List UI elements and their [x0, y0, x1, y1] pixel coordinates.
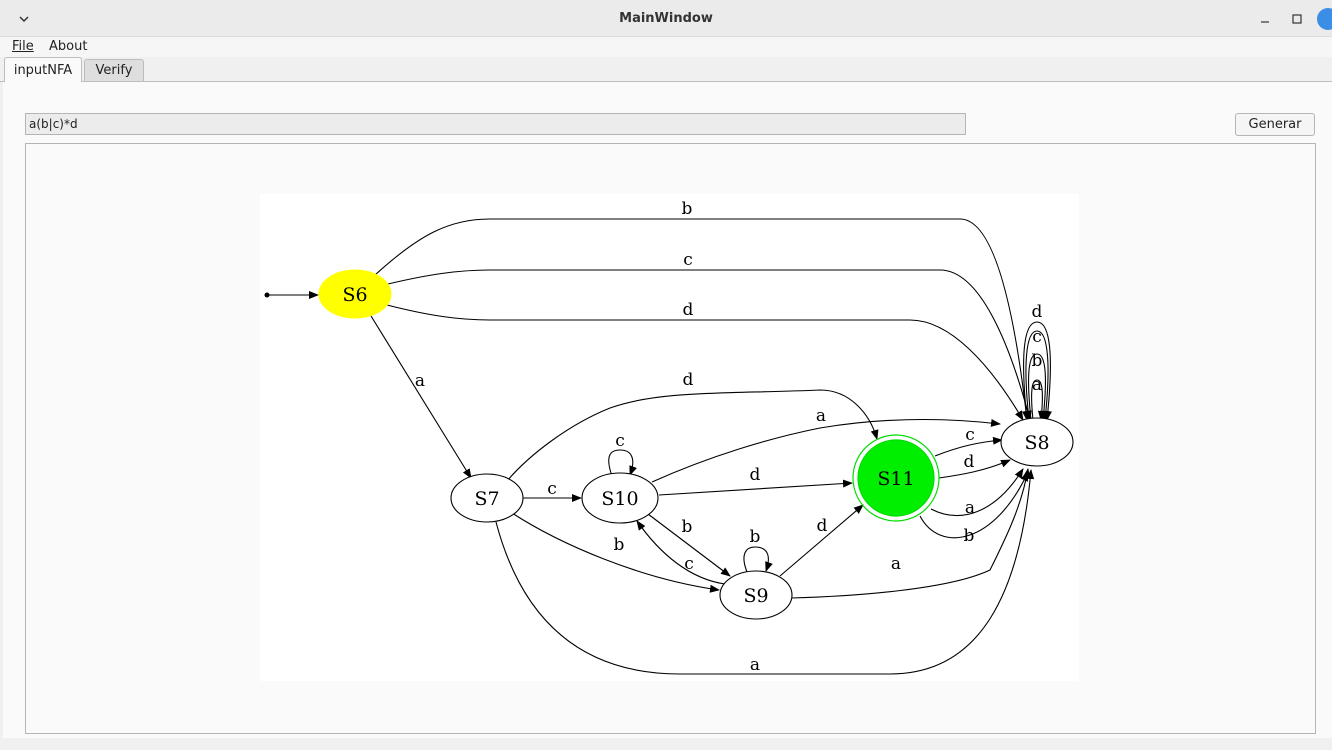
edge-s8-self-b [1028, 353, 1048, 421]
window-title: MainWindow [619, 11, 713, 26]
graph-canvas [260, 194, 1079, 681]
state-s6-label: S6 [342, 284, 367, 306]
menu-file-label: File [12, 39, 34, 54]
close-icon[interactable] [1317, 8, 1332, 30]
label-s9-self-b: b [750, 527, 761, 547]
edge-s6-s8-b [374, 218, 1030, 421]
label-s6-s8-c: c [683, 250, 693, 270]
state-s10-label: S10 [601, 488, 638, 510]
state-s8-label: S8 [1024, 432, 1049, 454]
edge-s8-self-d [1023, 321, 1052, 421]
tab-bar [0, 57, 1332, 82]
state-s7-label: S7 [474, 488, 499, 510]
label-s10-s9-b: b [682, 517, 693, 537]
label-s8-self-a: a [1032, 375, 1042, 395]
edge-s6-s7-a [370, 315, 472, 479]
edge-s8-self-c [1025, 330, 1050, 421]
edge-s10-s11-d [658, 479, 853, 496]
label-s10-s8-a: a [816, 406, 826, 426]
label-s11-s8-c: c [965, 425, 975, 445]
menu-bar: File About [0, 37, 1332, 57]
minimize-icon[interactable] [1253, 7, 1277, 31]
label-s9-s11-d: d [817, 516, 828, 536]
edge-s6-s8-d [386, 304, 1024, 421]
menu-file[interactable]: File [12, 39, 34, 54]
menu-about-label: About [49, 39, 88, 54]
label-s6-s8-b: b [682, 199, 693, 219]
edge-s6-s8-c [387, 269, 1032, 421]
nfa-graph: b c d a d c b a c a d b c b d a c d a b … [260, 194, 1079, 681]
edge-s11-s8-b [919, 471, 1029, 539]
label-s9-s10-c: c [684, 554, 694, 574]
generate-button[interactable]: Generar [1235, 113, 1315, 136]
label-s10-self-c: c [615, 431, 625, 451]
label-s8-self-d: d [1032, 302, 1043, 322]
state-s8 [1000, 417, 1074, 467]
label-s8-self-c: c [1032, 327, 1042, 347]
state-s11-outer-ring [852, 434, 940, 522]
edge-s10-self-c [608, 449, 637, 477]
tab-verify[interactable]: Verify [84, 59, 144, 81]
label-s7-s10-c: c [547, 479, 557, 499]
label-s7-s9-b: b [614, 535, 625, 555]
edge-s9-s10-c [636, 520, 726, 585]
menu-about[interactable]: About [49, 39, 87, 54]
state-s9 [719, 570, 793, 620]
label-s6-s7-a: a [415, 371, 425, 391]
edge-s7-s9-b [511, 512, 720, 593]
edge-s9-s8-a [790, 468, 1031, 599]
maximize-icon[interactable] [1285, 7, 1309, 31]
edge-s11-s8-a [930, 468, 1024, 516]
label-s7-s11-d: d [683, 370, 694, 390]
edge-s7-s11-d [506, 389, 879, 482]
state-s9-label: S9 [743, 585, 768, 607]
label-s6-s8-d: d [683, 300, 694, 320]
tab-divider [0, 81, 1332, 82]
edge-s10-s8-a [651, 418, 1001, 483]
edge-s9-s11-d [779, 504, 864, 577]
edge-s9-self-b [743, 546, 773, 573]
regex-input[interactable] [25, 113, 966, 135]
state-s7 [450, 473, 524, 523]
label-s11-s8-a: a [965, 498, 975, 518]
start-point [264, 292, 270, 298]
edge-s7-s8-a [495, 469, 1035, 675]
status-strip [0, 738, 1332, 750]
label-s10-s11-d: d [750, 465, 761, 485]
label-s8-self-b: b [1032, 351, 1043, 371]
window-menu-chevron-icon[interactable] [12, 7, 36, 31]
tab-inputnfa[interactable]: inputNFA [4, 57, 82, 82]
state-s11-label: S11 [877, 468, 914, 490]
label-s11-s8-d: d [964, 452, 975, 472]
title-bar: MainWindow [0, 0, 1332, 37]
edge-s11-s8-c [934, 436, 1003, 457]
edge-s10-s9-b [647, 513, 731, 577]
edge-s8-self-a [1031, 379, 1046, 421]
state-s11 [857, 439, 935, 517]
label-s11-s8-b: b [964, 526, 975, 546]
label-s7-s8-a: a [750, 655, 760, 675]
state-s10 [581, 472, 659, 524]
edge-s11-s8-d [938, 459, 1011, 479]
label-s9-s8-a: a [891, 554, 901, 574]
state-s6 [318, 269, 392, 319]
